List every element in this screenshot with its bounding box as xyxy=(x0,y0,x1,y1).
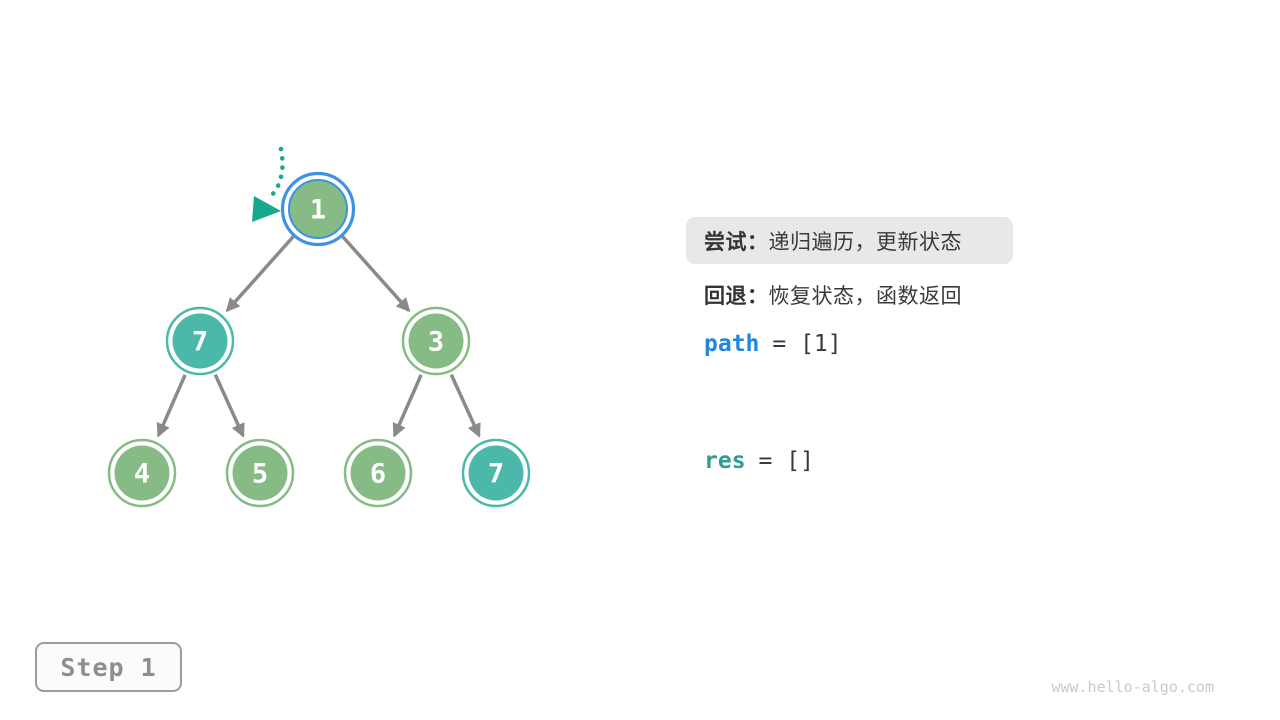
backtrack-label: 回退： xyxy=(704,285,769,308)
res-variable-name: res xyxy=(704,448,746,474)
try-label: 尝试： xyxy=(704,230,769,254)
tree-node-label: 4 xyxy=(134,459,150,490)
tree-edge-root-R xyxy=(341,235,411,313)
watermark: www.hello-algo.com xyxy=(1051,678,1214,696)
path-variable-line: path = [1] xyxy=(704,331,842,357)
try-callout: 尝试：递归遍历，更新状态 xyxy=(686,217,1013,264)
tree-node-label: 1 xyxy=(310,195,326,226)
tree-node-4: 4 xyxy=(107,438,177,508)
res-variable-value: = [] xyxy=(758,448,814,474)
tree-node-3: 3 xyxy=(401,306,471,376)
tree-node-label: 7 xyxy=(192,327,208,358)
path-variable-value: = [1] xyxy=(772,331,842,357)
current-pointer-arrowhead-icon xyxy=(252,196,281,222)
res-variable-line: res = [] xyxy=(704,448,814,474)
tree-node-label: 6 xyxy=(370,459,386,490)
tree-node-6: 6 xyxy=(343,438,413,508)
current-pointer-dotted-line xyxy=(264,146,285,203)
tree-node-label: 7 xyxy=(488,459,504,490)
tree-edge-L-LL xyxy=(156,374,187,438)
path-variable-name: path xyxy=(704,331,760,357)
backtrack-callout: 回退：恢复状态，函数返回 xyxy=(704,280,962,310)
tree-edge-R-RR xyxy=(449,373,481,438)
tree-edge-L-LR xyxy=(213,373,245,438)
tree-node-7: 7 xyxy=(165,306,235,376)
backtrack-text: 恢复状态，函数返回 xyxy=(768,285,962,308)
try-text: 递归遍历，更新状态 xyxy=(768,230,962,254)
tree-node-1-current: 1 xyxy=(280,171,356,247)
tree-node-5: 5 xyxy=(225,438,295,508)
step-badge-label: Step 1 xyxy=(60,652,157,682)
tree-edge-root-L xyxy=(225,235,295,313)
tree-node-7: 7 xyxy=(461,438,531,508)
step-badge: Step 1 xyxy=(35,642,182,692)
tree-node-label: 5 xyxy=(252,459,268,490)
tree-edge-R-RL xyxy=(392,374,423,438)
tree-node-label: 3 xyxy=(428,327,444,358)
